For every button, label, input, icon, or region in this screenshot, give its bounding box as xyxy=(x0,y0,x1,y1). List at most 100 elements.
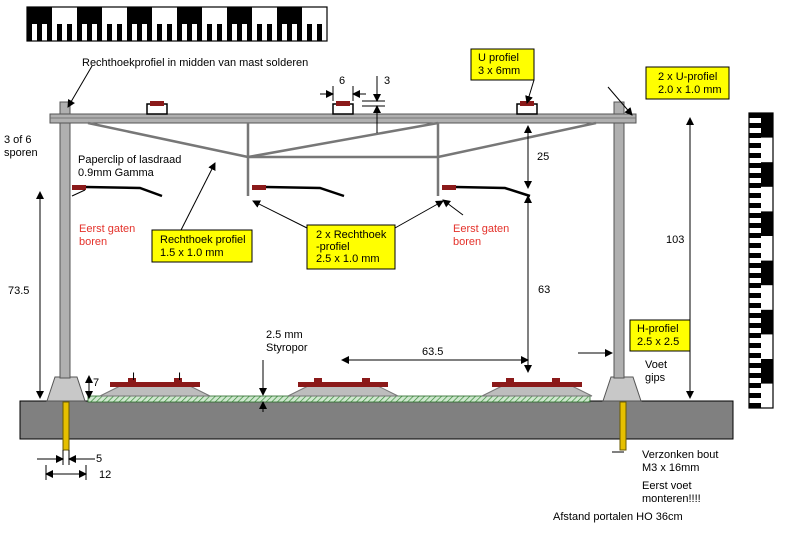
ruler-segment xyxy=(749,153,761,158)
ruler-segment xyxy=(749,173,761,178)
ruler-segment xyxy=(97,24,102,41)
ruler-segment xyxy=(177,7,202,24)
monteren-label: Eerst voet monteren!!!! xyxy=(642,480,701,505)
bolt-left xyxy=(62,401,70,451)
ruler-segment xyxy=(749,243,761,248)
mast-foot-right xyxy=(602,376,642,402)
ruler-segment xyxy=(87,24,92,41)
ruler-segment xyxy=(749,213,761,218)
ruler-segment xyxy=(57,24,62,41)
ruler-segment xyxy=(749,123,761,128)
ruler-segment xyxy=(749,333,761,338)
ruler-segment xyxy=(749,143,761,148)
voet-label: Voet gips xyxy=(645,359,670,384)
dim-5: 5 xyxy=(96,453,102,465)
contact-wire-left xyxy=(72,185,163,198)
paperclip-label: Paperclip of lasdraad 0.9mm Gamma xyxy=(78,154,184,179)
ruler-segment xyxy=(287,24,292,41)
ruler-segment xyxy=(147,24,152,41)
ruler-segment xyxy=(247,24,252,41)
ruler-segment xyxy=(257,24,262,41)
leader-lines xyxy=(67,65,633,237)
ruler-segment xyxy=(761,162,773,187)
ruler-segment xyxy=(77,7,102,24)
ruler-segment xyxy=(749,203,761,208)
ruler-segment xyxy=(277,7,302,24)
ruler-segment xyxy=(137,24,142,41)
ruler-segment xyxy=(749,163,761,168)
ruler-segment xyxy=(761,113,773,138)
styropor-layer xyxy=(87,395,591,403)
ruler-segment xyxy=(127,7,152,24)
truss xyxy=(87,121,597,196)
ruler-segment xyxy=(37,24,42,41)
ruler-segment xyxy=(749,113,761,118)
top-note: Rechthoekprofiel in midden van mast sold… xyxy=(82,57,308,69)
ruler-segment xyxy=(177,24,182,41)
ruler-segment xyxy=(107,24,112,41)
ruler-segment xyxy=(749,293,761,298)
styropor-label: 2.5 mm Styropor xyxy=(266,329,308,354)
track-bed-1: I I xyxy=(99,371,211,397)
dim-12: 12 xyxy=(99,469,111,481)
ruler-segment xyxy=(749,223,761,228)
ruler-segment xyxy=(761,260,773,286)
contact-wire-middle xyxy=(252,185,345,198)
ruler-segment xyxy=(749,383,761,388)
ruler-segment xyxy=(157,24,162,41)
ruler-segment xyxy=(749,363,761,368)
scale-ruler-horizontal xyxy=(26,6,328,42)
gaten-label-left: Eerst gaten boren xyxy=(79,223,138,248)
ruler-segment xyxy=(749,403,761,408)
mast-right xyxy=(613,101,625,379)
track-bed-3 xyxy=(481,378,593,397)
ruler-segment xyxy=(749,313,761,318)
ruler-segment xyxy=(749,193,761,198)
ruler-segment xyxy=(117,24,122,41)
dim-63: 63 xyxy=(538,284,550,296)
ruler-segment xyxy=(749,183,761,188)
ruler-segment xyxy=(749,133,761,138)
ruler-segment xyxy=(749,343,761,348)
ruler-segment xyxy=(307,24,312,41)
svg-text:I: I xyxy=(132,371,135,383)
ruler-segment xyxy=(749,373,761,378)
bout-label: Verzonken bout M3 x 16mm xyxy=(642,449,722,474)
clamp-left xyxy=(146,101,168,115)
dim-7: 7 xyxy=(93,377,99,389)
ruler-segment xyxy=(127,24,132,41)
gaten-label-right: Eerst gaten boren xyxy=(453,223,512,248)
ruler-segment xyxy=(207,24,212,41)
ruler-segment xyxy=(27,7,52,24)
ruler-segment xyxy=(749,303,761,308)
ruler-segment xyxy=(27,24,32,41)
dim-73-5: 73.5 xyxy=(8,285,29,297)
ruler-segment xyxy=(761,211,773,236)
ruler-segment xyxy=(749,233,761,238)
top-beam xyxy=(49,113,637,124)
ruler-segment xyxy=(227,24,232,41)
sporen-label: 3 of 6 sporen xyxy=(4,134,38,159)
ruler-segment xyxy=(749,263,761,268)
scale-ruler-vertical xyxy=(748,112,774,409)
clamp-middle xyxy=(332,101,354,115)
ruler-segment xyxy=(217,24,222,41)
ruler-segment xyxy=(67,24,72,41)
ruler-segment xyxy=(749,353,761,358)
dim-3: 3 xyxy=(384,75,390,87)
ruler-segment xyxy=(237,24,242,41)
dim-63-5: 63.5 xyxy=(422,346,443,358)
ruler-segment xyxy=(297,24,302,41)
ruler-segment xyxy=(197,24,202,41)
ruler-segment xyxy=(749,323,761,328)
ruler-segment xyxy=(761,309,773,335)
